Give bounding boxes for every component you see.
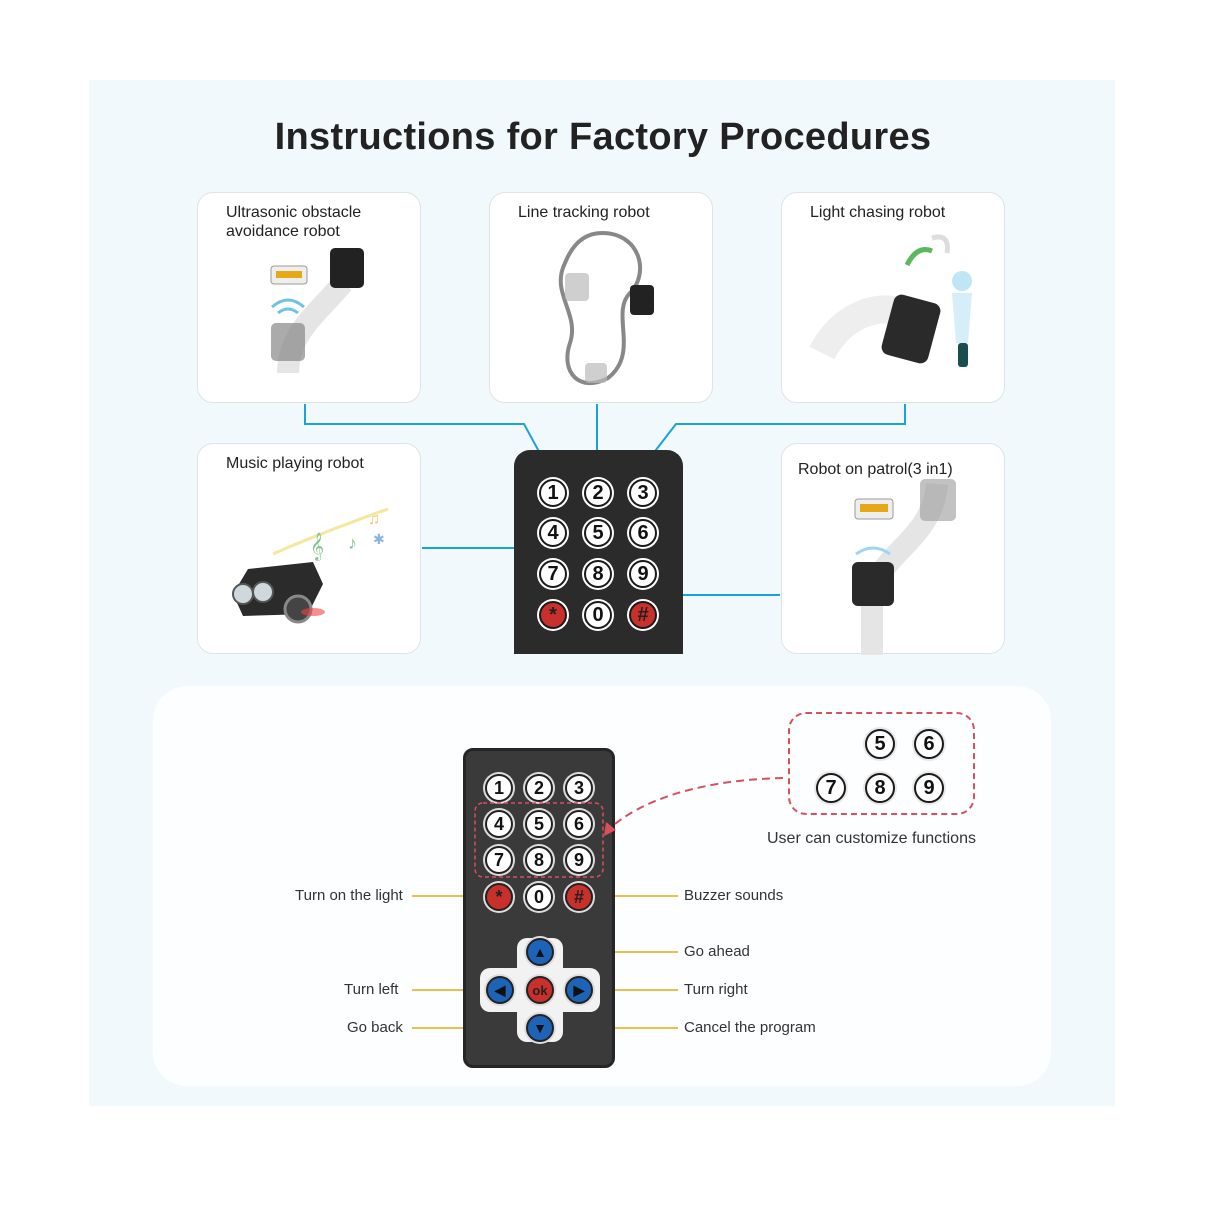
svg-text:✱: ✱	[373, 531, 385, 547]
light-chasing-illustration	[809, 234, 972, 367]
ok-button[interactable]: ok	[526, 976, 554, 1004]
custom-key-6: 6	[914, 729, 944, 759]
patrol-robot-illustration	[852, 479, 956, 655]
arrow-right-button[interactable]: ▶	[565, 976, 593, 1004]
line-tracking-illustration	[558, 230, 654, 385]
remote-key-4[interactable]: 4	[539, 519, 567, 547]
mode-card-music: Music playing robot 𝄞 ♪ ♫ ✱	[197, 443, 421, 654]
page-title: Instructions for Factory Procedures	[274, 116, 932, 158]
remote2-key-4[interactable]: 4	[485, 810, 513, 838]
mode-card-ultrasonic: Ultrasonic obstacle avoidance robot	[197, 192, 421, 403]
mode-label-ultrasonic: Ultrasonic obstacle avoidance robot	[226, 204, 362, 240]
arrow-down-button[interactable]: ▼	[526, 1014, 554, 1042]
customize-caption: User can customize functions	[767, 830, 976, 847]
mode-card-patrol: Robot on patrol(3 in1)	[781, 443, 1005, 655]
remote2-key-9[interactable]: 9	[565, 846, 593, 874]
music-robot-illustration: 𝄞 ♪ ♫ ✱	[232, 507, 389, 624]
mode-card-light-chasing: Light chasing robot	[781, 192, 1005, 403]
remote2-key-2[interactable]: 2	[525, 774, 553, 802]
remote2-key-7[interactable]: 7	[485, 846, 513, 874]
remote-key-9[interactable]: 9	[629, 560, 657, 588]
remote-key-2[interactable]: 2	[584, 479, 612, 507]
remote2-key-5[interactable]: 5	[525, 810, 553, 838]
remote-key-0[interactable]: 0	[584, 601, 612, 629]
remote-key-1[interactable]: 1	[539, 479, 567, 507]
remote-key-hash[interactable]: #	[629, 601, 657, 629]
ultrasonic-robot-illustration	[270, 248, 364, 374]
mode-card-line-tracking: Line tracking robot	[489, 192, 713, 403]
remote2-key-star[interactable]: *	[485, 883, 513, 911]
custom-key-8: 8	[865, 773, 895, 803]
remote-key-7[interactable]: 7	[539, 560, 567, 588]
svg-text:♫: ♫	[368, 511, 380, 528]
svg-text:𝄞: 𝄞	[310, 533, 324, 561]
label-turn-right: Turn right	[684, 981, 748, 998]
remote2-key-0[interactable]: 0	[525, 883, 553, 911]
remote-key-3[interactable]: 3	[629, 479, 657, 507]
remote2-key-6[interactable]: 6	[565, 810, 593, 838]
custom-key-9: 9	[914, 773, 944, 803]
label-turn-on-light: Turn on the light	[295, 887, 403, 904]
remote2-key-1[interactable]: 1	[485, 774, 513, 802]
mode-label-patrol: Robot on patrol(3 in1)	[798, 461, 953, 478]
mode-label-music: Music playing robot	[226, 455, 364, 472]
remote-key-5[interactable]: 5	[584, 519, 612, 547]
remote-key-star[interactable]: *	[539, 601, 567, 629]
remote-key-6[interactable]: 6	[629, 519, 657, 547]
label-go-back: Go back	[347, 1019, 403, 1036]
custom-key-5: 5	[865, 729, 895, 759]
mode-label-line: Line tracking robot	[518, 204, 650, 221]
customizable-keys-box	[788, 712, 975, 815]
svg-text:♪: ♪	[348, 533, 357, 553]
remote2-key-3[interactable]: 3	[565, 774, 593, 802]
mode-label-light: Light chasing robot	[810, 204, 946, 221]
remote2-key-hash[interactable]: #	[565, 883, 593, 911]
remote2-key-8[interactable]: 8	[525, 846, 553, 874]
label-cancel-program: Cancel the program	[684, 1019, 816, 1036]
custom-key-7: 7	[816, 773, 846, 803]
arrow-up-button[interactable]: ▲	[526, 938, 554, 966]
remote-key-8[interactable]: 8	[584, 560, 612, 588]
label-go-ahead: Go ahead	[684, 943, 750, 960]
label-turn-left: Turn left	[344, 981, 399, 998]
arrow-left-button[interactable]: ◀	[486, 976, 514, 1004]
label-buzzer-sounds: Buzzer sounds	[684, 887, 784, 904]
